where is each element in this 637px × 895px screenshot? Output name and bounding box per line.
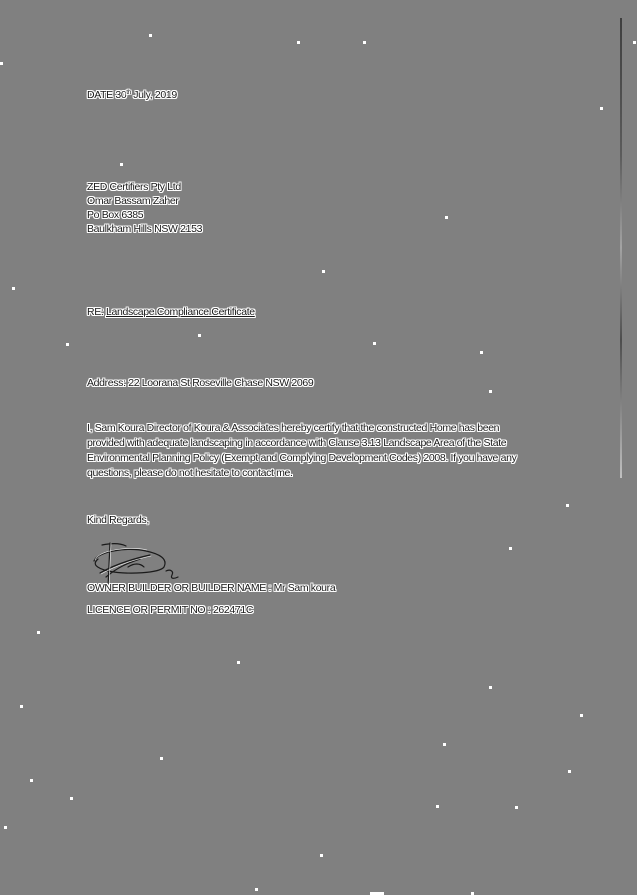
property-address: Address: 22 Loorana St Roseville Chase N… [87,377,314,389]
scan-noise [149,34,152,37]
letter-date: DATE 30th July, 2019 [87,88,177,103]
recipient-locality: Baulkham Hills NSW 2153 [87,223,203,235]
scan-noise [471,892,474,895]
scan-noise [237,661,240,664]
scan-noise [633,41,636,44]
scan-noise [70,797,73,800]
scan-noise [4,826,7,829]
licence-number-line: LICENCE OR PERMIT NO : 262471C [87,604,254,616]
scan-noise [445,216,448,219]
scan-noise [489,390,492,393]
scan-noise [160,757,163,760]
body-line: I, Sam Koura Director of Koura & Associa… [87,422,500,434]
scan-noise [120,163,123,166]
scan-noise [255,888,258,891]
subject-line: RE: Landscape Compliance Certificate [87,305,255,320]
recipient-block: ZED Certifiers Pty Ltd Omar Bassam Zaher… [87,180,202,236]
date-suffix: July, 2019 [130,89,177,101]
recipient-po-box: Po Box 6385 [87,209,144,221]
body-line: questions, please do not hesitate to con… [87,467,293,479]
scan-noise [600,107,603,110]
scan-noise [322,270,325,273]
subject-title: Landscape Compliance Certificate [106,306,255,318]
scan-noise [580,714,583,717]
scan-noise [12,287,15,290]
scan-noise [568,770,571,773]
scan-noise [0,62,3,65]
scan-noise [320,854,323,857]
closing-salutation: Kind Regards, [87,514,149,526]
body-line: provided with adequate landscaping in ac… [87,437,507,449]
scan-noise [515,806,518,809]
scan-noise [489,686,492,689]
scan-noise [480,351,483,354]
subject-prefix: RE: [87,306,107,318]
scan-noise [30,779,33,782]
scan-noise [363,41,366,44]
scan-noise [373,342,376,345]
recipient-name: Omar Bassam Zaher [87,195,179,207]
scan-noise [436,805,439,808]
scan-noise [37,631,40,634]
scan-noise [370,892,384,895]
body-paragraph: I, Sam Koura Director of Koura & Associa… [87,421,517,481]
scan-noise [297,41,300,44]
scan-edge-artifact [620,18,622,478]
body-line: Environmental Planning Policy (Exempt an… [87,452,517,464]
date-ordinal: th [126,90,131,96]
signature-icon [93,542,179,588]
date-prefix: DATE 30 [87,89,127,101]
scan-noise [198,334,201,337]
scan-noise [20,705,23,708]
scan-noise [66,343,69,346]
scan-noise [443,743,446,746]
builder-name-line: OWNER BUILDER OR BUILDER NAME : Mr Sam k… [87,582,336,594]
scan-noise [566,504,569,507]
recipient-company: ZED Certifiers Pty Ltd [87,181,181,193]
scan-noise [509,547,512,550]
